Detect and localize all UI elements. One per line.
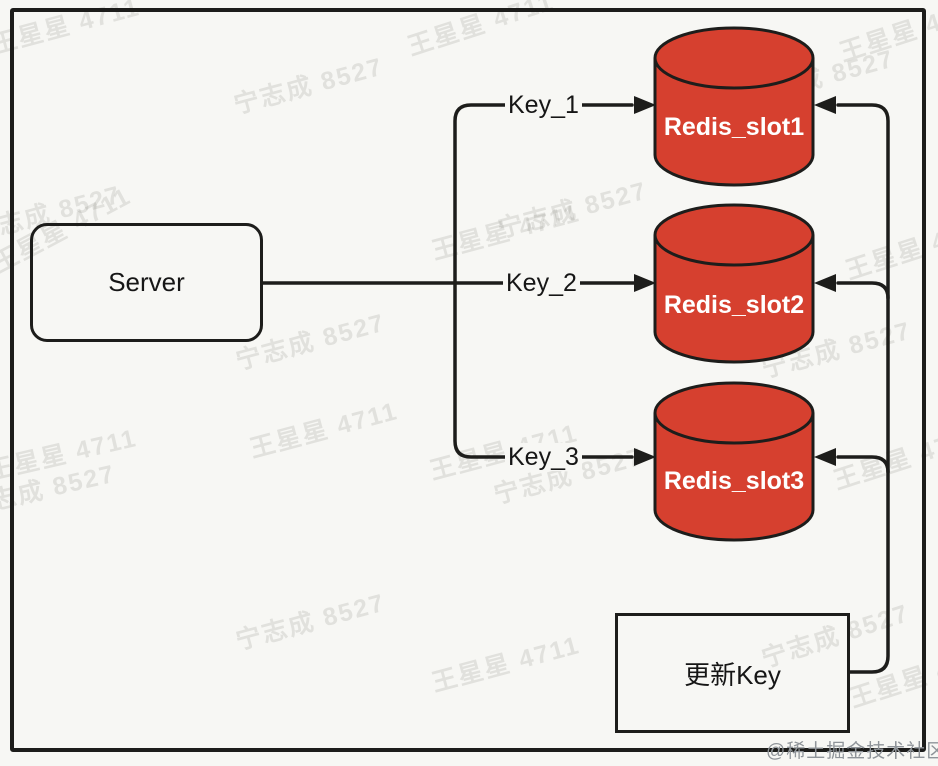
connector-update-to-slot1 [836, 103, 890, 674]
redis-cylinder-2-icon [653, 203, 815, 364]
update-key-node: 更新Key [615, 613, 850, 733]
arrowhead-key3-icon [634, 448, 656, 466]
update-key-label: 更新Key [684, 659, 781, 690]
redis-slot2-label: Redis_slot2 [663, 291, 805, 319]
key1-label: Key_1 [505, 91, 582, 119]
connector-branch-key1 [453, 103, 634, 285]
server-node: Server [30, 223, 263, 342]
arrowhead-update-slot1-icon [814, 96, 836, 114]
key2-label: Key_2 [503, 269, 580, 297]
redis-cylinder-3-icon [653, 381, 815, 542]
arrowhead-key1-icon [634, 96, 656, 114]
connector-update-to-slot2 [836, 281, 890, 300]
community-credit: @稀土掘金技术社区 [766, 741, 938, 762]
redis-cylinder-1-icon [653, 26, 815, 187]
arrowhead-key2-icon [634, 274, 656, 292]
server-label: Server [108, 267, 185, 297]
arrowhead-update-slot3-icon [814, 448, 836, 466]
redis-slot1-label: Redis_slot1 [663, 113, 805, 141]
arrowhead-update-slot2-icon [814, 274, 836, 292]
connector-branch-key3 [453, 281, 634, 459]
connector-update-to-slot3 [836, 455, 890, 474]
key3-label: Key_3 [505, 443, 582, 471]
redis-slot3-label: Redis_slot3 [663, 467, 805, 495]
